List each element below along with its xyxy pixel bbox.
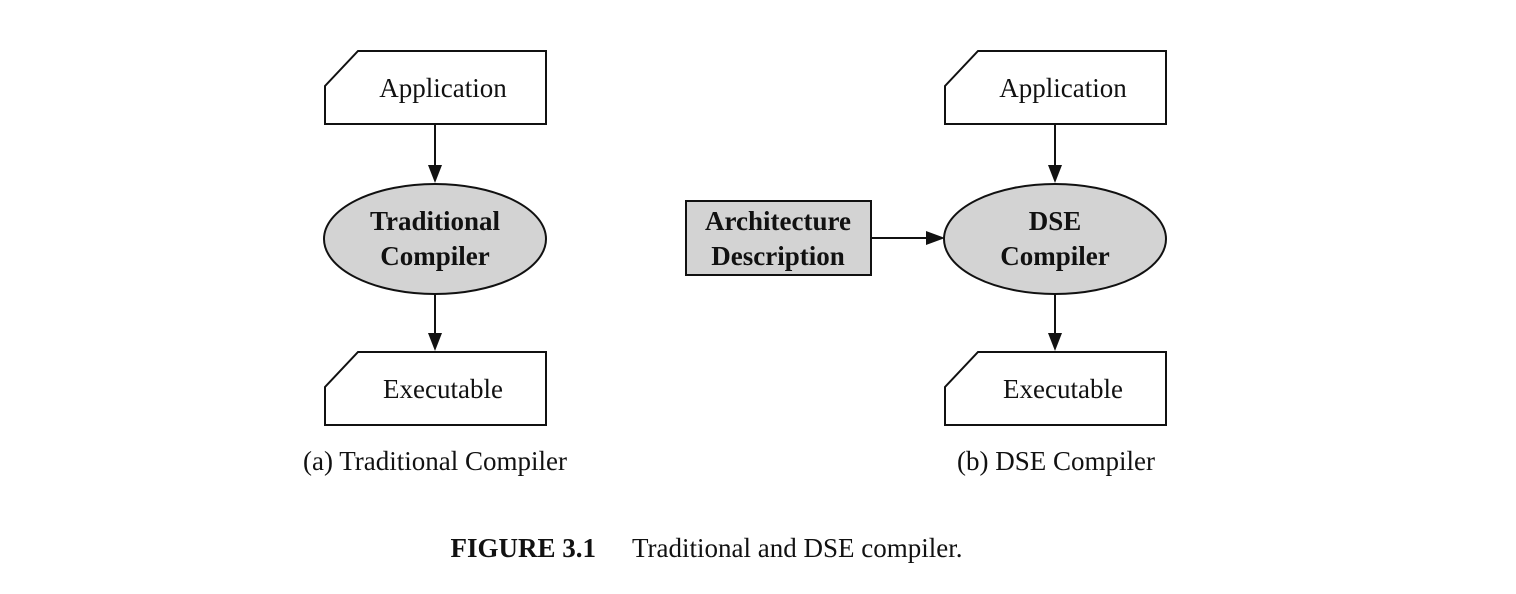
figure-caption-text: Traditional and DSE compiler. xyxy=(632,533,962,563)
left-application-label: Application xyxy=(379,73,507,103)
architecture-description-node: Architecture Description xyxy=(685,200,872,276)
left-edge-compiler-to-executable xyxy=(428,294,442,351)
right-edge-application-to-compiler xyxy=(1048,124,1062,183)
dse-compiler-node: DSE Compiler xyxy=(943,183,1167,295)
left-executable-node: Executable xyxy=(324,351,547,426)
subcaption-a: (a) Traditional Compiler xyxy=(303,446,567,476)
left-application-node: Application xyxy=(324,50,547,125)
right-executable-shape xyxy=(944,351,1167,426)
arch-arrowhead xyxy=(926,231,945,245)
left-arrowhead-2 xyxy=(428,333,442,351)
traditional-compiler-label-line2: Compiler xyxy=(380,241,489,271)
architecture-description-label-line2: Description xyxy=(711,241,844,271)
dse-compiler-shape xyxy=(943,183,1167,295)
architecture-description-label-line1: Architecture xyxy=(705,206,851,236)
figure-caption-label: FIGURE 3.1 xyxy=(450,533,596,563)
right-edge-compiler-to-executable xyxy=(1048,294,1062,351)
traditional-compiler-label-line1: Traditional xyxy=(370,206,501,236)
right-executable-node: Executable xyxy=(944,351,1167,426)
traditional-compiler-node: Traditional Compiler xyxy=(323,183,547,295)
figure-caption: FIGURE 3.1 Traditional and DSE compiler. xyxy=(450,533,962,563)
traditional-compiler-shape xyxy=(323,183,547,295)
left-executable-shape xyxy=(324,351,547,426)
panel-traditional: Application Traditional Compiler Executa… xyxy=(303,50,567,476)
left-arrowhead-1 xyxy=(428,165,442,183)
architecture-description-shape xyxy=(685,200,872,276)
dse-compiler-label-line1: DSE xyxy=(1029,206,1082,236)
left-edge-application-to-compiler xyxy=(428,124,442,183)
left-executable-label: Executable xyxy=(383,374,503,404)
right-arrowhead-1 xyxy=(1048,165,1062,183)
subcaption-b: (b) DSE Compiler xyxy=(957,446,1155,476)
right-arrowhead-2 xyxy=(1048,333,1062,351)
panel-dse: Application Architecture Description DSE… xyxy=(685,50,1167,476)
right-application-node: Application xyxy=(944,50,1167,125)
right-application-label: Application xyxy=(999,73,1127,103)
edge-architecture-to-dse-compiler xyxy=(871,231,945,245)
right-executable-label: Executable xyxy=(1003,374,1123,404)
dse-compiler-label-line2: Compiler xyxy=(1000,241,1109,271)
